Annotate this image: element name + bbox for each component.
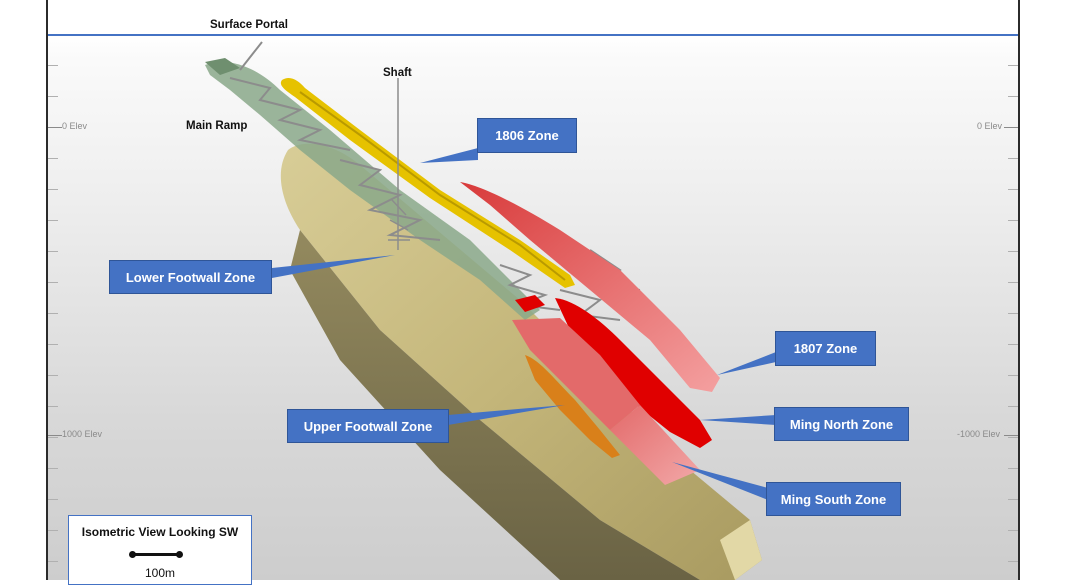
minor-elevation-tick — [48, 313, 58, 314]
surface-line — [48, 34, 1018, 36]
minor-elevation-tick — [1008, 437, 1018, 438]
minor-elevation-tick — [48, 530, 58, 531]
minor-elevation-tick — [48, 344, 58, 345]
minor-elevation-tick — [1008, 468, 1018, 469]
ming-north-fragments — [515, 295, 545, 312]
zone-1806-body — [280, 77, 575, 288]
minor-elevation-tick — [48, 220, 58, 221]
callout-1806-zone: 1806 Zone — [477, 118, 577, 153]
minor-elevation-tick — [1008, 530, 1018, 531]
minor-elevation-tick — [1008, 251, 1018, 252]
minor-elevation-tick — [48, 561, 58, 562]
minor-elevation-tick — [48, 158, 58, 159]
callout-upper-footwall-zone: Upper Footwall Zone — [287, 409, 449, 443]
callout-ming-south-zone: Ming South Zone — [766, 482, 901, 516]
surface-portal-label: Surface Portal — [210, 19, 288, 31]
minor-elevation-tick — [1008, 499, 1018, 500]
minor-elevation-tick — [48, 96, 58, 97]
ming-north-body — [555, 298, 712, 448]
minor-elevation-tick — [48, 282, 58, 283]
minor-elevation-tick — [1008, 375, 1018, 376]
view-title: Isometric View Looking SW — [81, 525, 239, 539]
minor-elevation-tick — [1008, 220, 1018, 221]
left-zero-elev-label: 0 Elev — [62, 121, 88, 131]
minor-elevation-tick — [1008, 282, 1018, 283]
shaft-label: Shaft — [383, 67, 412, 79]
minor-elevation-tick — [1008, 561, 1018, 562]
callout-lower-footwall-zone: Lower Footwall Zone — [109, 260, 272, 294]
right-zero-elev-tick — [1004, 127, 1018, 128]
minor-elevation-tick — [48, 65, 58, 66]
footwall-body — [280, 143, 762, 580]
minor-elevation-tick — [48, 499, 58, 500]
minor-elevation-tick — [1008, 65, 1018, 66]
minor-elevation-tick — [1008, 344, 1018, 345]
minor-elevation-tick — [1008, 406, 1018, 407]
scale-bar — [129, 551, 183, 558]
minor-elevation-tick — [1008, 158, 1018, 159]
minor-elevation-tick — [48, 437, 58, 438]
main-ramp-label: Main Ramp — [186, 120, 248, 132]
callout-ming-north-zone: Ming North Zone — [774, 407, 909, 441]
left-1000-elev-label: 1000 Elev — [62, 429, 103, 439]
ming-south-body — [512, 318, 700, 485]
left-zero-elev-tick — [48, 127, 62, 128]
minor-elevation-tick — [1008, 96, 1018, 97]
callout-pointers — [272, 148, 776, 500]
right-1000-elev-tick — [1004, 435, 1018, 436]
right-1000-elev-label: -1000 Elev — [957, 429, 1001, 439]
callout-1807-zone: 1807 Zone — [775, 331, 876, 366]
minor-elevation-tick — [48, 189, 58, 190]
minor-elevation-tick — [48, 375, 58, 376]
main-ramp-green-zone — [205, 58, 540, 320]
upper-footwall-body — [525, 355, 620, 458]
minor-elevation-tick — [1008, 313, 1018, 314]
zone-1807-body — [460, 182, 720, 392]
minor-elevation-tick — [48, 468, 58, 469]
right-zero-elev-label: 0 Elev — [977, 121, 1003, 131]
left-1000-elev-tick — [48, 435, 62, 436]
view-legend: Isometric View Looking SW 100m — [68, 515, 252, 585]
minor-elevation-tick — [48, 251, 58, 252]
scale-label: 100m — [144, 566, 176, 580]
minor-elevation-tick — [48, 406, 58, 407]
minor-elevation-tick — [1008, 189, 1018, 190]
